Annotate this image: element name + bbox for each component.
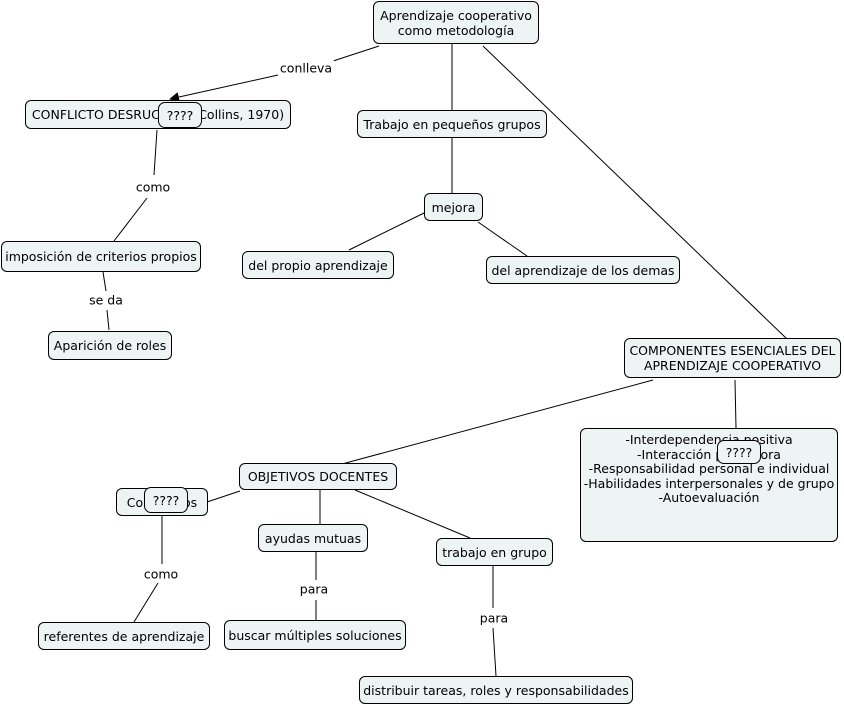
edge-componentes-objetivos (341, 379, 654, 465)
redaction-mask[interactable]: ???? (717, 440, 761, 464)
concept-componentes-list[interactable]: -Interdependencia positiva -Interacción … (580, 428, 838, 542)
concept-aparicion-roles[interactable]: Aparición de roles (48, 331, 172, 360)
concept-componentes[interactable]: COMPONENTES ESENCIALES DEL APRENDIZAJE C… (624, 338, 841, 378)
concept-referentes[interactable]: referentes de aprendizaje (38, 622, 210, 650)
edge-para-distribuir (492, 627, 497, 677)
redaction-mask[interactable]: ???? (158, 102, 202, 128)
link-label-conlleva: conlleva (277, 60, 335, 76)
edge-root-conlleva (329, 45, 380, 63)
concept-propio-aprendizaje[interactable]: del propio aprendizaje (242, 251, 394, 279)
redaction-mask[interactable]: ???? (144, 487, 188, 513)
concept-ayudas-mutuas[interactable]: ayudas mutuas (258, 524, 368, 552)
link-label-como: como (133, 179, 173, 195)
edge-objetivos-trabajo (354, 489, 471, 539)
edge-imposicion-seda (102, 271, 107, 292)
concept-distribuir[interactable]: distribuir tareas, roles y responsabilid… (359, 676, 633, 704)
edge-conflicto-como (153, 129, 158, 176)
edge-objetivos-contenidos (206, 490, 241, 503)
concept-buscar-soluciones[interactable]: buscar múltiples soluciones (224, 620, 406, 650)
edge-mejora-propio (348, 212, 425, 251)
concept-root[interactable]: Aprendizaje cooperativo como metodología (373, 1, 539, 44)
edge-root-componentes (482, 45, 788, 340)
link-label-para: para (297, 581, 331, 597)
concept-objetivos-docentes[interactable]: OBJETIVOS DOCENTES (239, 463, 397, 490)
concept-aprendizaje-demas[interactable]: del aprendizaje de los demas (486, 256, 680, 284)
concept-trabajo-pequenos-grupos[interactable]: Trabajo en pequeños grupos (357, 110, 547, 138)
edge-seda-roles (106, 309, 110, 331)
edge-como-referentes (133, 582, 159, 623)
concept-trabajo-en-grupo[interactable]: trabajo en grupo (436, 538, 553, 566)
edge-componentes-list (734, 379, 737, 429)
concept-imposicion[interactable]: imposición de criterios propios (1, 241, 201, 272)
edge-mejora-demas (477, 221, 528, 257)
link-label-como: como (141, 566, 181, 582)
edge-como-imposicion (113, 197, 148, 242)
edge-conlleva-conflicto (169, 74, 279, 102)
link-label-para: para (477, 610, 511, 626)
link-label-se-da: se da (87, 292, 125, 308)
concept-mejora[interactable]: mejora (424, 193, 483, 221)
